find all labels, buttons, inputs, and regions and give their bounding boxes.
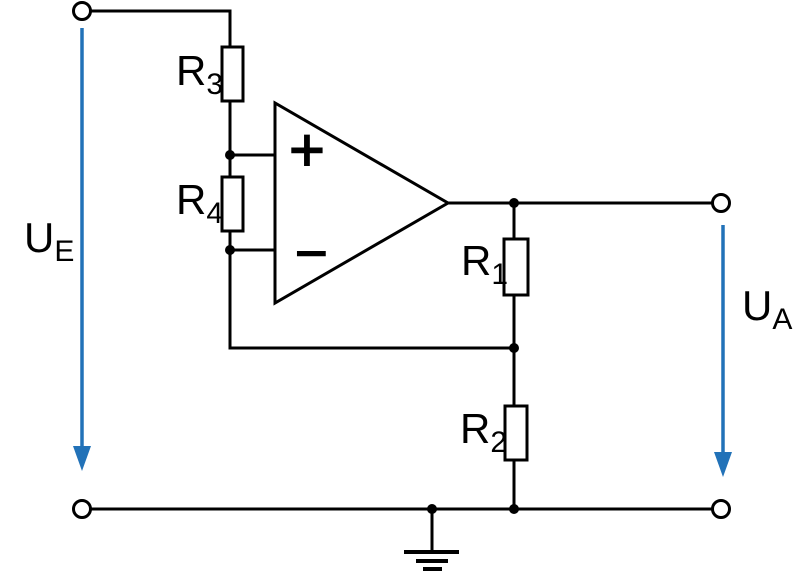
label-r1-sub: 1 bbox=[491, 258, 508, 291]
resistor-r2-body bbox=[503, 404, 529, 462]
resistor-r3-body bbox=[220, 45, 245, 103]
label-r1-main: R bbox=[461, 237, 491, 284]
node-noninverting bbox=[225, 150, 235, 160]
resistor-r1-body bbox=[502, 237, 530, 297]
node-rail-r2 bbox=[509, 504, 519, 514]
input-voltage-arrow bbox=[73, 28, 91, 471]
label-ue: UE bbox=[24, 214, 74, 268]
ue-arrowhead-icon bbox=[73, 446, 91, 471]
label-r2-sub: 2 bbox=[490, 426, 507, 459]
label-ue-main: U bbox=[24, 214, 54, 261]
label-r3-sub: 3 bbox=[206, 68, 223, 101]
wire-input-top bbox=[91, 9, 232, 47]
node-inverting bbox=[225, 245, 235, 255]
terminal-input-top bbox=[72, 1, 92, 21]
opamp-minus-sign: − bbox=[292, 225, 331, 279]
node-output bbox=[509, 198, 519, 208]
terminal-output-bottom bbox=[711, 499, 731, 519]
wire-feedback bbox=[228, 250, 514, 350]
label-r3: R3 bbox=[176, 47, 223, 101]
node-ground bbox=[427, 504, 437, 514]
node-divider bbox=[509, 343, 519, 353]
output-voltage-arrow bbox=[714, 225, 732, 477]
label-r4: R4 bbox=[176, 176, 223, 230]
label-r4-sub: 4 bbox=[206, 197, 223, 230]
terminal-input-bottom bbox=[72, 499, 92, 519]
label-ue-sub: E bbox=[54, 235, 74, 268]
resistor-r4-body bbox=[220, 175, 245, 233]
label-ua-sub: A bbox=[772, 303, 792, 336]
label-r4-main: R bbox=[176, 176, 206, 223]
label-ua: UA bbox=[742, 282, 792, 336]
terminal-output-top bbox=[711, 193, 731, 213]
opamp-plus-sign: + bbox=[286, 120, 328, 178]
ua-arrowhead-icon bbox=[714, 452, 732, 477]
ground-icon bbox=[404, 509, 459, 571]
label-ua-main: U bbox=[742, 282, 772, 329]
label-r2-main: R bbox=[460, 405, 490, 452]
label-r3-main: R bbox=[176, 47, 206, 94]
opamp-triangle bbox=[273, 100, 451, 306]
label-r1: R1 bbox=[461, 237, 508, 291]
label-r2: R2 bbox=[460, 405, 507, 459]
